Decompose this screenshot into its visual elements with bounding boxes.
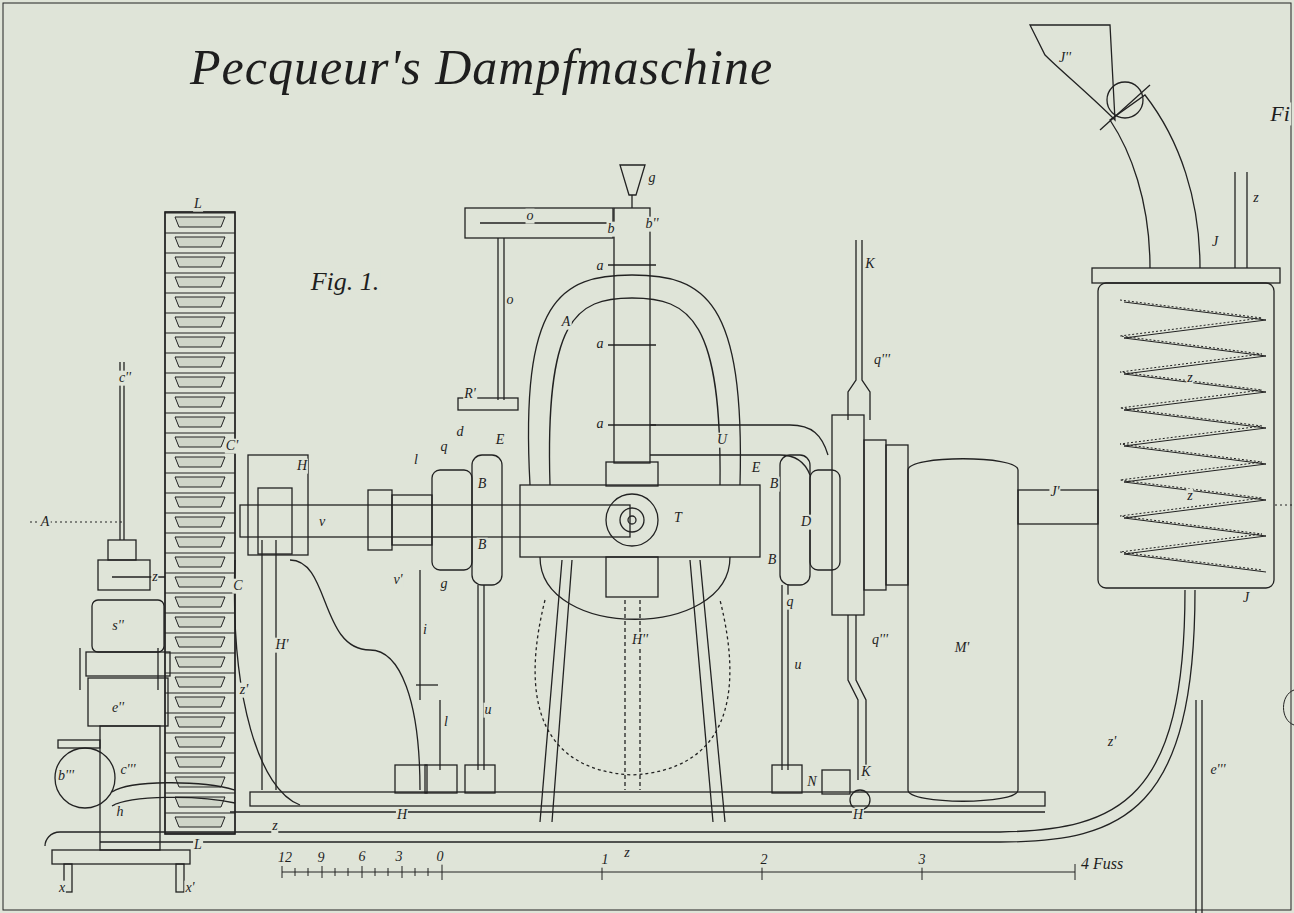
part-label: d bbox=[456, 425, 465, 440]
part-label: B bbox=[477, 538, 488, 553]
figure-label: Fig. 1. bbox=[310, 268, 381, 295]
part-label: N bbox=[806, 775, 817, 790]
part-label: E bbox=[495, 433, 506, 448]
part-label: J bbox=[1242, 591, 1250, 606]
part-label: b bbox=[607, 222, 616, 237]
part-label: g bbox=[648, 171, 657, 186]
part-label: C' bbox=[225, 439, 239, 454]
part-label: b''' bbox=[57, 769, 75, 784]
part-label: E bbox=[751, 461, 762, 476]
part-label: L bbox=[193, 197, 203, 212]
part-label: h bbox=[116, 805, 125, 820]
part-label: v bbox=[318, 515, 326, 530]
part-label: l bbox=[413, 453, 419, 468]
part-label: z bbox=[151, 570, 158, 585]
part-label: B bbox=[477, 477, 488, 492]
part-label: z bbox=[623, 846, 630, 861]
part-label: B bbox=[769, 477, 780, 492]
part-label: U bbox=[716, 433, 728, 448]
part-label: 3 bbox=[918, 853, 927, 868]
part-label: x' bbox=[184, 881, 195, 896]
part-label: H'' bbox=[631, 633, 649, 648]
part-label: K bbox=[864, 257, 875, 272]
part-label: b'' bbox=[645, 217, 660, 232]
part-label: s'' bbox=[111, 619, 124, 634]
part-label: a bbox=[596, 417, 605, 432]
part-label: u bbox=[794, 658, 803, 673]
part-label: u bbox=[484, 703, 493, 718]
part-label: c'' bbox=[118, 371, 132, 386]
part-label: H bbox=[396, 808, 408, 823]
part-label: i bbox=[422, 623, 428, 638]
part-label: T bbox=[673, 511, 683, 526]
part-label: z bbox=[1186, 489, 1193, 504]
part-label: q''' bbox=[871, 633, 889, 648]
part-label: z' bbox=[1107, 735, 1117, 750]
part-label: l bbox=[443, 715, 449, 730]
part-label: H' bbox=[274, 638, 289, 653]
part-label: A bbox=[40, 515, 51, 530]
part-label: L bbox=[193, 838, 203, 853]
part-label: x bbox=[58, 881, 66, 896]
part-label: z bbox=[1252, 191, 1259, 206]
part-label: J' bbox=[1049, 485, 1060, 500]
part-label: 9 bbox=[317, 851, 326, 866]
part-label: 4 Fuss bbox=[1080, 856, 1124, 873]
part-label: J'' bbox=[1058, 51, 1072, 66]
part-label: e''' bbox=[1209, 763, 1226, 778]
part-label: R' bbox=[463, 387, 477, 402]
part-label: o bbox=[506, 293, 515, 308]
part-label: H bbox=[852, 808, 864, 823]
part-label: o bbox=[526, 209, 535, 224]
part-label: z bbox=[1186, 371, 1193, 386]
part-label: a bbox=[596, 259, 605, 274]
part-label: q bbox=[440, 440, 449, 455]
part-label: J bbox=[1211, 235, 1219, 250]
part-label: v' bbox=[392, 573, 403, 588]
part-label: Fi bbox=[1269, 102, 1291, 125]
part-label: D bbox=[800, 515, 812, 530]
part-label: a bbox=[596, 337, 605, 352]
part-label: K bbox=[860, 765, 871, 780]
part-label: A bbox=[561, 315, 572, 330]
part-label: 1 bbox=[601, 853, 610, 868]
part-label: 12 bbox=[277, 851, 293, 866]
part-label: q''' bbox=[873, 353, 891, 368]
part-label: 0 bbox=[436, 850, 445, 865]
title: Pecqueur's Dampfmaschine bbox=[190, 38, 773, 96]
part-label: 2 bbox=[760, 853, 769, 868]
part-label: q bbox=[786, 595, 795, 610]
part-label: z' bbox=[239, 683, 249, 698]
part-label: M' bbox=[954, 641, 971, 656]
part-label: c''' bbox=[119, 763, 136, 778]
part-label: C bbox=[232, 579, 243, 594]
part-label: 6 bbox=[358, 850, 367, 865]
part-label: 3 bbox=[395, 850, 404, 865]
part-label: e'' bbox=[111, 701, 125, 716]
part-label: H bbox=[296, 459, 308, 474]
part-label: B bbox=[767, 553, 778, 568]
part-label: z bbox=[271, 819, 278, 834]
part-label: g bbox=[440, 577, 449, 592]
